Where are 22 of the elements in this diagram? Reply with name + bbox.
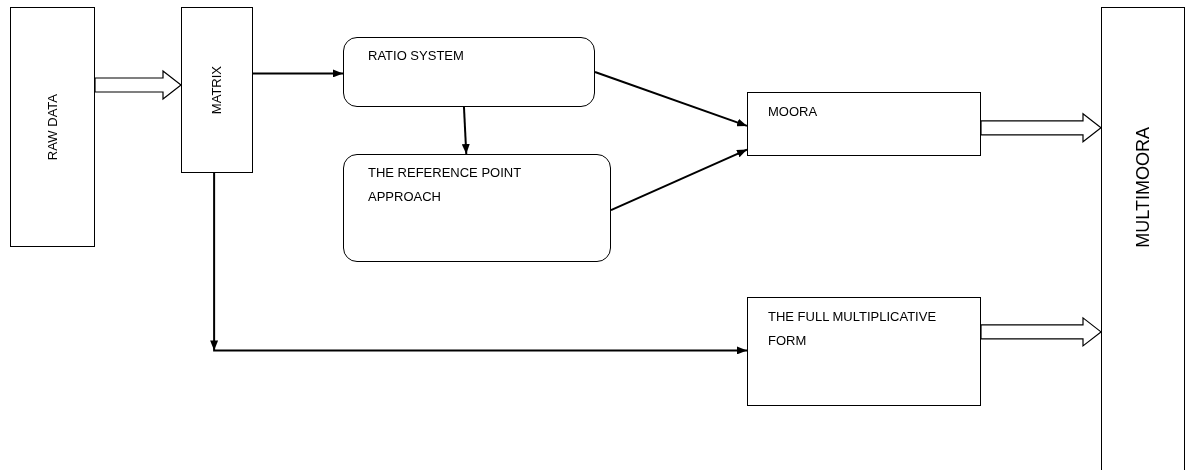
rounded-box (343, 154, 611, 262)
box-label: MULTIMOORA (1131, 126, 1154, 248)
rounded-box (343, 37, 595, 107)
arrow (210, 172, 748, 354)
process-box (747, 297, 981, 406)
box-label: MOORA (768, 103, 819, 121)
process-box (10, 7, 95, 247)
box-label: RAW DATA (43, 93, 61, 161)
arrow (610, 148, 748, 212)
hollow-block-arrow (980, 112, 1102, 144)
arrow (594, 71, 748, 127)
box-label: THE FULL MULTIPLICATIVE FORM (768, 308, 938, 350)
output-box (1101, 7, 1185, 470)
box-label: RATIO SYSTEM (368, 47, 465, 65)
arrow (252, 69, 344, 78)
hollow-block-arrow (980, 316, 1102, 348)
arrow (461, 106, 470, 155)
hollow-block-arrow (94, 69, 182, 101)
box-label: MATRIX (208, 65, 226, 115)
process-box (747, 92, 981, 156)
box-label: THE REFERENCE POINT APPROACH (368, 164, 522, 206)
process-box (181, 7, 253, 173)
